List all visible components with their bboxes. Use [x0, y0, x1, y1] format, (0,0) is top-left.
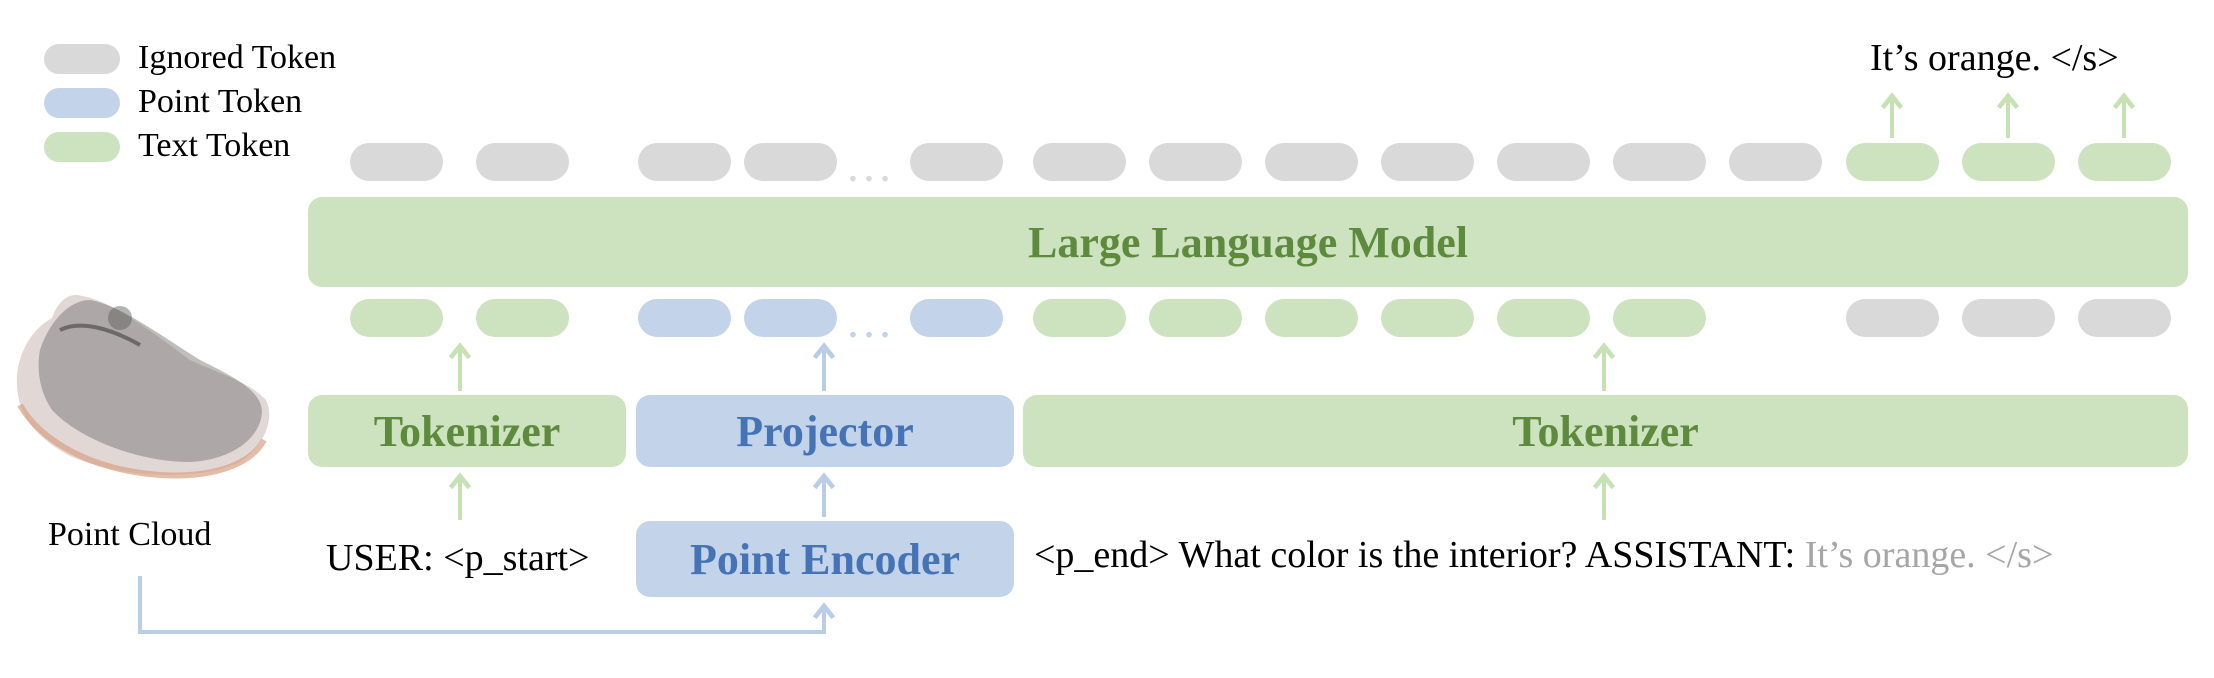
bottom-token-5 [910, 299, 1003, 337]
top-token-10 [1497, 143, 1590, 181]
top-token-11 [1613, 143, 1706, 181]
bottom-token-1 [350, 299, 443, 337]
legend-label-point: Point Token [138, 83, 303, 120]
top-token-5 [910, 143, 1003, 181]
bottom-token-2 [476, 299, 569, 337]
projector-block: Projector [636, 395, 1014, 467]
legend-label-ignored: Ignored Token [138, 39, 337, 76]
top-token-15 [2078, 143, 2171, 181]
input-question: <p_end> What color is the interior? ASSI… [1034, 533, 2053, 577]
bottom-token-4 [744, 299, 837, 337]
tokenizer-left-block: Tokenizer [308, 395, 626, 467]
large-language-model-block: Large Language Model [308, 197, 2188, 287]
top-token-4 [744, 143, 837, 181]
top-token-2 [476, 143, 569, 181]
top-token-14 [1962, 143, 2055, 181]
tokenizer-right-block: Tokenizer [1023, 395, 2188, 467]
bottom-token-13 [1962, 299, 2055, 337]
bottom-token-6 [1033, 299, 1126, 337]
bottom-token-14 [2078, 299, 2171, 337]
top-token-6 [1033, 143, 1126, 181]
point-encoder-block: Point Encoder [636, 521, 1014, 597]
bottom-token-9 [1381, 299, 1474, 337]
output-text: It’s orange. </s> [1870, 37, 2119, 79]
bottom-token-7 [1149, 299, 1242, 337]
top-token-9 [1381, 143, 1474, 181]
top-token-12 [1729, 143, 1822, 181]
point-cloud-route [138, 576, 836, 634]
legend-swatch-text [44, 132, 120, 162]
bottom-token-12 [1846, 299, 1939, 337]
legend-swatch-point [44, 88, 120, 118]
top-token-7 [1149, 143, 1242, 181]
legend-swatch-ignored [44, 44, 120, 74]
top-token-3 [638, 143, 731, 181]
top-token-13 [1846, 143, 1939, 181]
input-answer-text: It’s orange. </s> [1804, 534, 2054, 576]
bottom-ellipsis: … [845, 295, 893, 348]
bottom-token-11 [1613, 299, 1706, 337]
top-token-1 [350, 143, 443, 181]
shoe-point-cloud-icon [16, 294, 270, 479]
top-ellipsis: … [845, 139, 893, 192]
legend-label-text: Text Token [138, 127, 291, 164]
bottom-token-8 [1265, 299, 1358, 337]
input-user-prefix: USER: <p_start> [326, 537, 590, 579]
top-token-8 [1265, 143, 1358, 181]
input-question-text: <p_end> What color is the interior? ASSI… [1034, 534, 1796, 576]
bottom-token-10 [1497, 299, 1590, 337]
point-cloud-label: Point Cloud [48, 516, 212, 553]
bottom-token-3 [638, 299, 731, 337]
